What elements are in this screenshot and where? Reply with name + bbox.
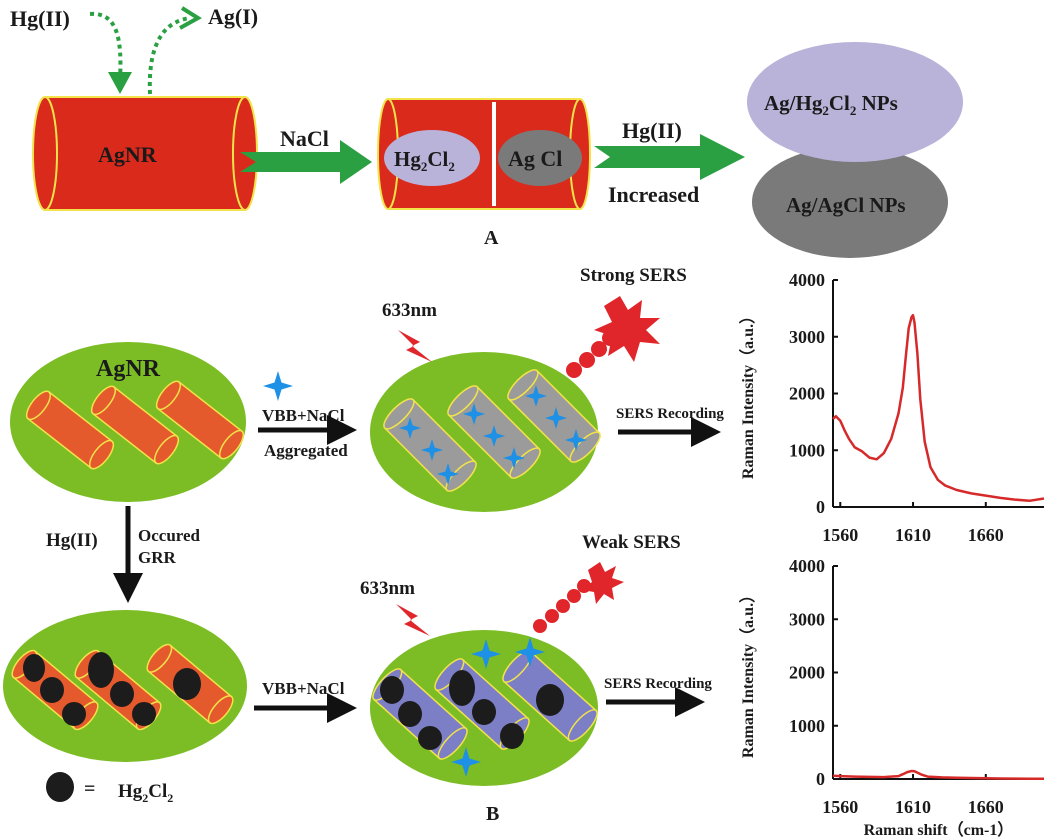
panel-a-label: A [484,227,499,249]
y-axis-title: Raman Intensity（a.u.） [739,587,757,758]
hg2cl2-domain [384,130,480,186]
hg-grr-label: Hg(II) [46,530,98,551]
x-tick-label: 1560 [822,797,858,817]
vbb-star-icon [263,371,293,401]
y-tick-label: 4000 [789,556,825,576]
laser-bolt-bottom-icon [396,604,430,636]
hg-input-label: Hg(II) [10,6,70,31]
ag-agcl-np-label: Ag/AgCl NPs [786,193,906,217]
strong-sers-label: Strong SERS [580,265,687,286]
grr-label: GRR [138,548,177,567]
spectrum-line [832,313,1045,503]
x-axis-title: Raman shift（cm-1） [864,821,1014,838]
x-tick-label: 1660 [968,797,1004,817]
legend-equals: = [84,778,95,800]
ag-agcl-np [752,146,948,258]
y-tick-label: 1000 [789,716,825,736]
y-tick-label: 0 [816,497,825,517]
ag-outflow-arrow [147,16,191,95]
hg-increased-label: Hg(II) [622,118,682,143]
aggregated-label: Aggregated [264,441,348,460]
sers-recording-bottom-label: SERS Recording [604,676,712,692]
legend-hg2cl2-label: Hg2Cl2 [118,781,173,805]
weak-sers-emission [533,562,624,633]
hg-inflow-arrow [89,11,123,81]
y-tick-label: 2000 [789,663,825,683]
weak-sers-label: Weak SERS [582,532,681,553]
spectrum-weak: 0 1000 2000 3000 4000 1560 1610 1660 Raman Inten… [739,556,1044,838]
ag-hg2cl2-np [747,42,963,162]
occured-label: Occured [138,526,201,545]
x-tick-label: 1660 [968,525,1004,545]
ag-output-label: Ag(I) [208,4,258,29]
nacl-label: NaCl [280,126,329,151]
split-cylinder [377,98,591,210]
ag-hg2cl2-np-label: Ag/Hg2Cl2 NPs [764,91,898,118]
agcl-domain [498,130,582,186]
hg2cl2-deposits [23,652,201,726]
ag-outflow-arrowhead [179,6,202,30]
agcl-label: Ag Cl [508,146,562,171]
y-tick-label: 3000 [789,609,825,629]
hg2cl2-legend-dot [46,772,74,802]
y-tick-label: 1000 [789,440,825,460]
agnr-cluster-label: AgNR [96,356,161,382]
hg-inflow-arrowhead [108,72,132,94]
y-tick-label: 4000 [789,270,825,290]
sers-recording-top-label: SERS Recording [616,406,724,422]
agnr-rods [25,380,245,470]
spectrum-line [832,769,1044,780]
spectrum-strong: 0 1000 2000 3000 4000 1560 1610 1660 Raman Inten… [739,270,1045,545]
y-tick-label: 2000 [789,384,825,404]
strong-sers-emission [566,296,660,378]
y-tick-label: 3000 [789,327,825,347]
vbb-nacl-bottom-label: VBB+NaCl [262,679,345,698]
y-axis-title: Raman Intensity（a.u.） [739,308,757,479]
increased-label: Increased [608,182,699,207]
panel-b: AgNR VBB+NaCl Aggregated [3,265,724,825]
x-tick-label: 1610 [895,525,931,545]
agnr-label: AgNR [98,142,158,167]
weak-hg2cl2-deposits [380,670,564,750]
laser-bolt-top-icon [398,330,432,362]
vbb-nacl-top-label: VBB+NaCl [262,406,345,425]
y-tick-label: 0 [816,769,825,789]
panel-a: Hg(II) Ag(I) AgNR NaCl [10,4,963,258]
hg-increased-arrow [594,134,745,180]
laser-top-label: 633nm [382,300,437,321]
x-tick-label: 1610 [895,797,931,817]
laser-bottom-label: 633nm [360,578,415,599]
hg2cl2-label: Hg2Cl2 [394,147,455,174]
nacl-arrow [240,140,372,184]
panel-b-label: B [486,803,499,825]
x-tick-label: 1560 [822,525,858,545]
